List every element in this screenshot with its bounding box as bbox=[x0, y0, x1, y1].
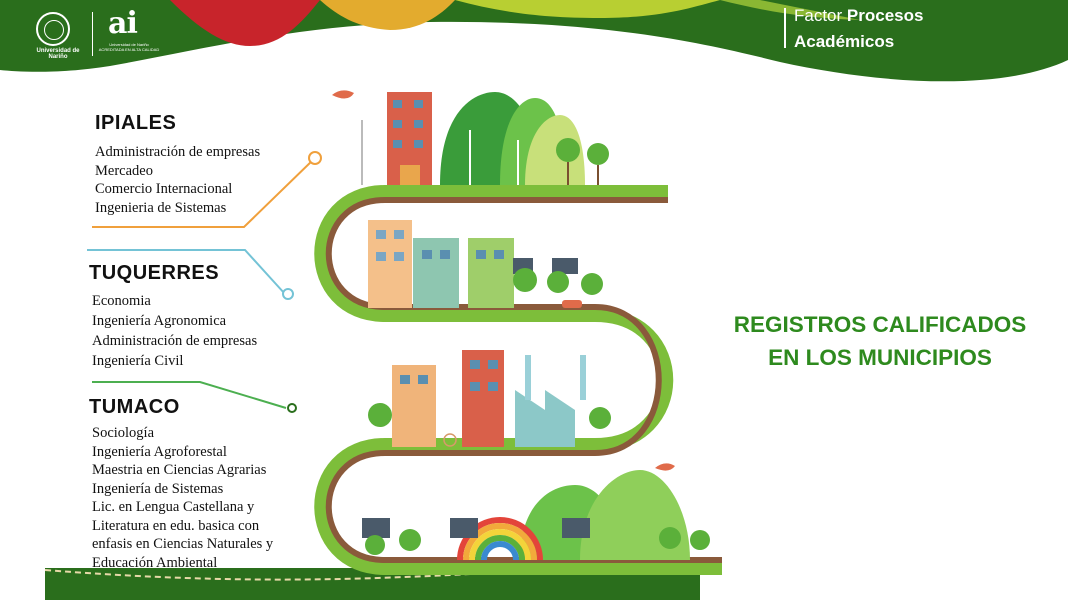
program-item: Ingenieria de Sistemas bbox=[95, 199, 227, 216]
main-title: REGISTROS CALIFICADOS EN LOS MUNICIPIOS bbox=[712, 308, 1048, 374]
factor-title: Factor Procesos bbox=[794, 6, 924, 25]
program-item: Comercio Internacional bbox=[95, 181, 233, 197]
program-item: Ingeniería Agronomica bbox=[92, 313, 227, 329]
program-item: Literatura en edu. basica con bbox=[92, 517, 260, 534]
program-item: Mercadeo bbox=[95, 162, 153, 179]
city-road-illustration bbox=[44, 90, 722, 600]
program-item: Administración de empresas bbox=[95, 144, 261, 160]
program-item: Educación Ambiental bbox=[92, 554, 218, 571]
ai-logo: ai bbox=[108, 6, 138, 41]
program-list-ipiales: Administración de empresas Mercadeo Come… bbox=[95, 143, 260, 217]
municipality-title-tuquerres: TUQUERRES bbox=[89, 262, 220, 284]
factor-subtitle: Académicos bbox=[794, 32, 895, 51]
level-bottom-scene bbox=[362, 463, 710, 561]
ai-logo-subtitle: Universidad de Nariño ACREDITADA EN ALTA… bbox=[98, 42, 160, 52]
municipality-title-tumaco: TUMACO bbox=[89, 396, 180, 418]
ipiales-connector bbox=[92, 157, 316, 228]
program-item: Ingeniería Agroforestal bbox=[92, 443, 227, 460]
municipality-title-ipiales: IPIALES bbox=[95, 112, 177, 134]
factor-divider bbox=[784, 8, 786, 48]
main-title-line1: REGISTROS CALIFICADOS bbox=[733, 312, 1027, 337]
header-banner bbox=[0, 0, 1068, 82]
program-list-tumaco: Sociología Ingeniería Agroforestal Maest… bbox=[92, 424, 273, 572]
level-ipiales-scene bbox=[332, 90, 609, 185]
program-item: Maestria en Ciencias Agrarias bbox=[92, 462, 267, 478]
program-item: enfasis en Ciencias Naturales y bbox=[92, 536, 274, 552]
level-tuquerres-scene bbox=[368, 220, 603, 308]
tuquerres-connector bbox=[87, 249, 286, 295]
university-name: Universidad de Nariño bbox=[36, 48, 80, 60]
program-item: Economia bbox=[92, 293, 151, 309]
tumaco-connector bbox=[92, 381, 287, 409]
program-item: Administración de empresas bbox=[92, 333, 258, 349]
program-item: Lic. en Lengua Castellana y bbox=[92, 499, 255, 515]
level-tumaco-scene bbox=[368, 350, 611, 447]
program-item: Sociología bbox=[92, 425, 155, 441]
program-item: Ingeniería Civil bbox=[92, 353, 184, 369]
main-title-line2: EN LOS MUNICIPIOS bbox=[768, 345, 992, 370]
program-list-tuquerres: Economia Ingeniería Agronomica Administr… bbox=[92, 291, 257, 371]
seal-icon bbox=[36, 12, 70, 46]
university-logo: Universidad de Nariño ai Universidad de … bbox=[28, 6, 168, 60]
program-item: Ingeniería de Sistemas bbox=[92, 480, 224, 497]
